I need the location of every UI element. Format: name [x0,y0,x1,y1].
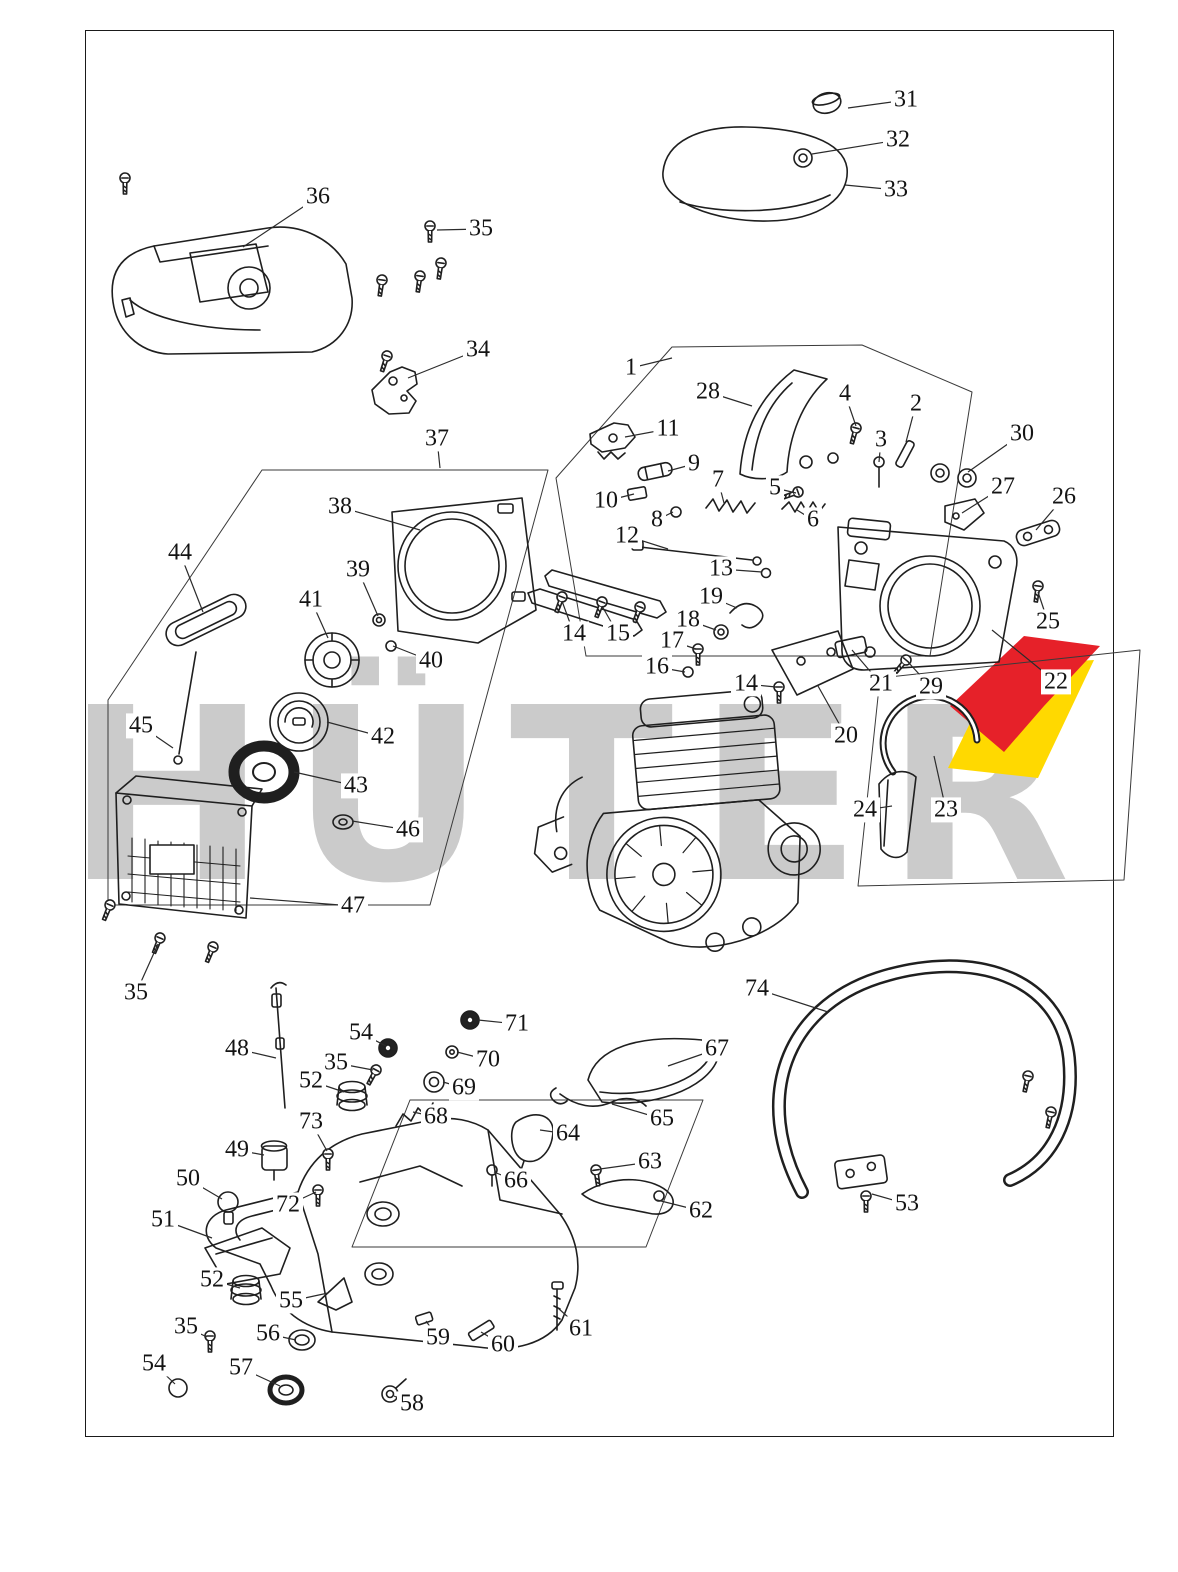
part-label-13: 13 [706,556,736,582]
part-label-38: 38 [325,494,355,520]
part-label-42: 42 [368,724,398,750]
part-label-46: 46 [393,817,423,843]
part-label-68: 68 [421,1104,451,1130]
part-label-36: 36 [303,184,333,210]
part-label-74: 74 [742,976,772,1002]
part-label-64: 64 [553,1121,583,1147]
part-label-73: 73 [296,1109,326,1135]
part-label-54: 54 [346,1020,376,1046]
part-label-19: 19 [696,584,726,610]
part-label-53: 53 [892,1191,922,1217]
part-label-12: 12 [612,523,642,549]
part-label-48: 48 [222,1036,252,1062]
part-label-20: 20 [831,723,861,749]
part-label-25: 25 [1033,609,1063,635]
air-filter-cover-drawing [662,91,848,222]
part-label-7: 7 [709,467,727,493]
part-label-24: 24 [850,797,880,823]
part-label-2: 2 [907,391,925,417]
part-label-57: 57 [226,1355,256,1381]
part-label-26: 26 [1049,484,1079,510]
part-label-63: 63 [635,1149,665,1175]
part-label-9: 9 [685,451,703,477]
part-label-28: 28 [693,379,723,405]
part-label-67: 67 [702,1036,732,1062]
part-label-6: 6 [804,507,822,533]
part-label-18: 18 [673,607,703,633]
part-label-17: 17 [657,628,687,654]
part-label-5: 5 [766,475,784,501]
part-label-52: 52 [197,1267,227,1293]
part-label-66: 66 [501,1168,531,1194]
part-label-34: 34 [463,337,493,363]
logo-red-shape [950,636,1100,752]
part-label-14: 14 [559,621,589,647]
part-label-31: 31 [891,87,921,113]
part-label-51: 51 [148,1207,178,1233]
part-label-27: 27 [988,474,1018,500]
part-label-52: 52 [296,1068,326,1094]
part-label-10: 10 [591,488,621,514]
part-label-56: 56 [253,1321,283,1347]
part-label-32: 32 [883,127,913,153]
part-label-11: 11 [653,416,683,442]
part-label-35: 35 [321,1050,351,1076]
bracket-34-drawing [371,348,418,415]
part-label-35: 35 [171,1314,201,1340]
part-label-40: 40 [416,648,446,674]
part-label-58: 58 [397,1391,427,1417]
part-label-47: 47 [338,893,368,919]
part-label-33: 33 [881,177,911,203]
part-label-43: 43 [341,773,371,799]
part-label-49: 49 [222,1137,252,1163]
part-label-69: 69 [449,1075,479,1101]
part-label-3: 3 [872,427,890,453]
part-label-22: 22 [1041,669,1071,695]
starter-assembly-drawing [98,497,537,965]
part-label-44: 44 [165,540,195,566]
part-label-50: 50 [173,1166,203,1192]
front-handle-drawing [772,959,1077,1213]
part-label-72: 72 [273,1192,303,1218]
brand-watermark: HÜTER [66,656,1095,936]
part-label-71: 71 [502,1011,532,1037]
part-label-59: 59 [423,1325,453,1351]
part-label-23: 23 [931,797,961,823]
part-label-14: 14 [731,671,761,697]
part-label-62: 62 [686,1198,716,1224]
part-label-35: 35 [121,980,151,1006]
part-label-16: 16 [642,654,672,680]
part-label-54: 54 [139,1351,169,1377]
part-label-29: 29 [916,674,946,700]
part-label-21: 21 [866,671,896,697]
part-label-35: 35 [466,216,496,242]
part-label-45: 45 [126,713,156,739]
part-label-39: 39 [343,557,373,583]
part-label-70: 70 [473,1047,503,1073]
leader-line-47 [249,897,354,907]
part-label-15: 15 [603,621,633,647]
part-label-61: 61 [566,1316,596,1342]
part-label-41: 41 [296,587,326,613]
part-label-4: 4 [836,381,854,407]
part-label-1: 1 [622,355,640,381]
part-label-60: 60 [488,1332,518,1358]
part-label-8: 8 [648,507,666,533]
part-label-55: 55 [276,1288,306,1314]
part-label-30: 30 [1007,421,1037,447]
part-label-65: 65 [647,1106,677,1132]
part-label-37: 37 [422,426,452,452]
top-cover-drawing [111,172,448,355]
chain-brake-assembly-drawing [739,369,1061,859]
page-border-frame [85,30,1114,1437]
